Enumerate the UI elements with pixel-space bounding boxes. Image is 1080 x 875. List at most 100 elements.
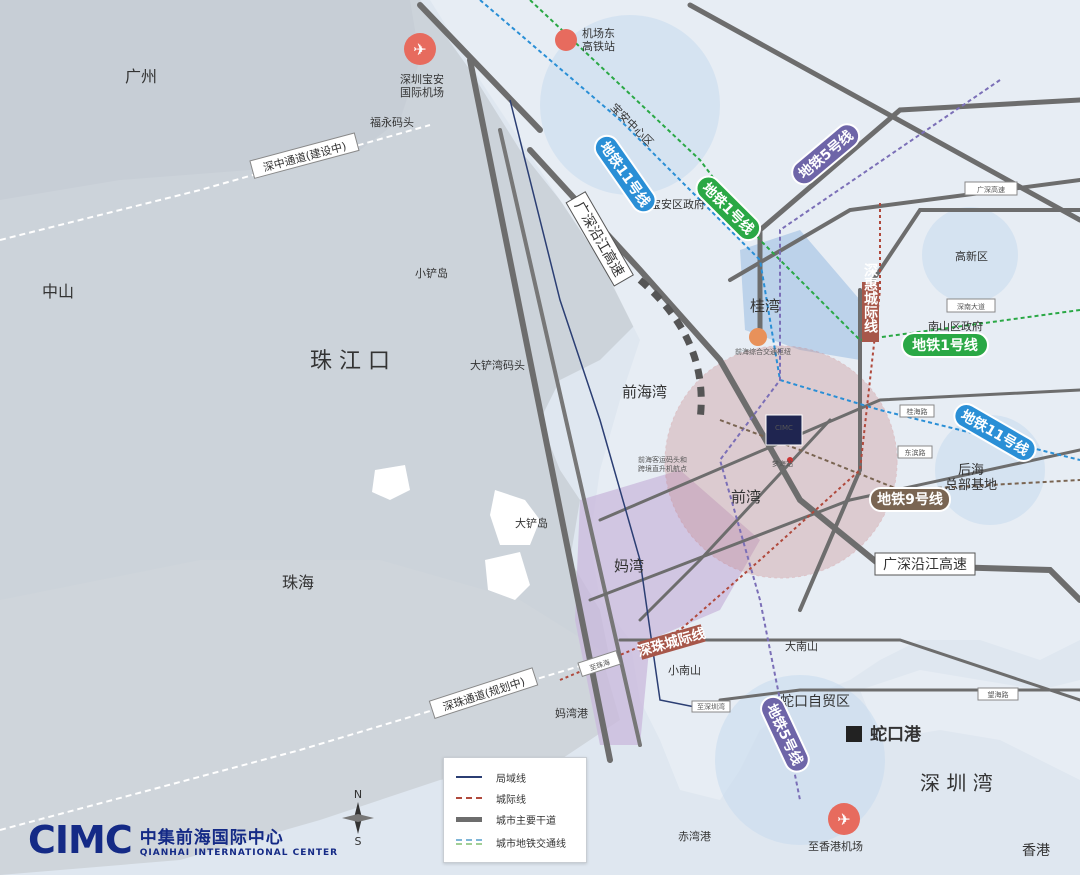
metro-line-1 — [529, 0, 1080, 342]
guiwan-zone — [740, 230, 860, 360]
label-xiaochan: 小铲岛 — [415, 266, 448, 280]
road-tag-to-shenzhen-bay: 至深圳湾 — [691, 700, 731, 713]
label-mawan-port: 妈湾港 — [555, 706, 588, 720]
label-ferry-1: 前海客运码头和 — [638, 455, 687, 464]
badge-metro9: 地铁9号线 — [869, 487, 951, 512]
svg-text:广深沿江高速: 广深沿江高速 — [883, 556, 967, 573]
label-ferry-2: 跨境直升机航点 — [638, 464, 687, 473]
legend-item-intercity: 城际线 — [456, 789, 526, 807]
label-xiaonanshan: 小南山 — [668, 664, 701, 677]
logo-name-cn: 中集前海国际中心 — [139, 827, 284, 848]
legend-swatch — [456, 839, 482, 845]
road-tag-guihai: 桂海路 — [899, 404, 935, 418]
hub-icon — [749, 328, 767, 346]
legend-swatch — [456, 816, 482, 822]
label-shenzhen-bay: 深 圳 湾 — [920, 771, 993, 795]
compass-rose: N S — [342, 788, 374, 848]
svg-text:广深高速: 广深高速 — [977, 185, 1005, 194]
svg-text:地铁9号线: 地铁9号线 — [877, 491, 943, 508]
rail-station-icon — [555, 29, 577, 51]
logo-mark: CIMC — [28, 818, 133, 862]
svg-text:至深圳湾: 至深圳湾 — [697, 702, 725, 711]
cimc-logo: CIMC 中集前海国际中心 QIANHAI INTERNATIONAL CENT… — [28, 818, 338, 862]
gaoxin-bubble — [922, 207, 1018, 303]
road-tag-guangshen-2: 广深沿江高速 — [874, 552, 976, 576]
anchor-icon-shekou — [846, 726, 862, 742]
hk-airport-icon — [828, 803, 860, 835]
roads — [417, 2, 1080, 763]
local-line — [509, 99, 696, 708]
coastal-tunnel — [637, 277, 705, 421]
label-baoan-gov: 宝安区政府 — [650, 197, 705, 211]
svg-text:深惠城际线: 深惠城际线 — [862, 262, 878, 334]
label-airport-east-2: 高铁站 — [582, 39, 615, 53]
badge-metro1-right: 地铁1号线 — [901, 332, 989, 358]
airport-plane-glyph: ✈ — [413, 40, 426, 59]
mawan-zone — [575, 470, 760, 745]
svg-text:地铁1号线: 地铁1号线 — [912, 337, 978, 354]
dachan-island — [490, 490, 540, 545]
label-guangzhou: 广州 — [125, 67, 157, 86]
logo-name-en: QIANHAI INTERNATIONAL CENTER — [139, 847, 339, 858]
legend-label: 城际线 — [496, 794, 526, 806]
svg-text:东滨路: 东滨路 — [905, 448, 926, 457]
label-dachan: 大铲岛 — [515, 516, 548, 530]
legend-swatch — [456, 797, 482, 799]
road-tag-donbin: 东滨路 — [897, 445, 933, 459]
metro-line-11 — [479, 0, 1080, 461]
cimc-building-marker — [765, 414, 803, 446]
label-fuyong-pier: 福永码头 — [370, 115, 414, 129]
legend-swatch — [456, 776, 482, 778]
label-zhuhai: 珠海 — [282, 573, 314, 592]
baoan-bubble — [540, 15, 720, 195]
label-nanshan-gov: 南山区政府 — [928, 319, 983, 333]
legend-item-arterial: 城市主要干道 — [456, 810, 556, 828]
label-mawan: 妈湾 — [614, 557, 644, 575]
road-tag-shenzhong: 深中通道(建设中) — [249, 132, 360, 179]
label-airport-east-1: 机场东 — [582, 26, 615, 40]
label-dananshan: 大南山 — [785, 639, 818, 653]
label-qianhaiwan: 前海湾 — [622, 383, 667, 401]
map-legend: 局域线 城际线 城市主要干道 城市地铁交通线 — [443, 757, 587, 863]
location-pin — [787, 457, 793, 463]
label-shekou-ftz: 蛇口自贸区 — [780, 694, 850, 710]
svg-text:S: S — [355, 835, 362, 848]
road-tag-shennan: 深南大道 — [946, 298, 996, 313]
legend-label: 城市主要干道 — [496, 815, 556, 827]
label-guiwan: 桂湾 — [750, 297, 780, 315]
hk-plane-glyph: ✈ — [837, 810, 850, 829]
legend-label: 局域线 — [496, 773, 526, 785]
label-airport-1: 深圳宝安 — [400, 72, 444, 86]
svg-text:望海路: 望海路 — [988, 690, 1009, 699]
road-tag-to-zhuhai: 至珠海 — [577, 650, 622, 678]
svg-text:深南大道: 深南大道 — [957, 302, 985, 311]
south-land — [0, 560, 620, 875]
road-tag-guangshen-expressway: 广深高速 — [964, 181, 1018, 196]
island-east — [372, 465, 410, 500]
label-zhongshan: 中山 — [42, 282, 74, 301]
label-dachanwan-pier: 大铲湾码头 — [470, 358, 525, 372]
label-houhai-base: 总部基地 — [945, 478, 997, 493]
label-zhujiangkou: 珠 江 口 — [310, 349, 390, 374]
label-qianwan: 前湾 — [731, 488, 761, 506]
logo-text: 中集前海国际中心 QIANHAI INTERNATIONAL CENTER — [140, 823, 338, 858]
label-hub: 前海综合交通枢纽 — [735, 347, 791, 356]
label-airport-2: 国际机场 — [400, 85, 444, 99]
label-hongkong: 香港 — [1022, 843, 1050, 859]
metro-line-9 — [719, 419, 1080, 492]
shenzhu-channel — [0, 659, 601, 831]
label-gaoxin: 高新区 — [955, 249, 988, 263]
svg-text:桂海路: 桂海路 — [907, 407, 928, 416]
badge-shenhui: 深惠城际线 — [862, 262, 879, 342]
legend-item-metro: 城市地铁交通线 — [456, 833, 566, 851]
island-lower — [485, 552, 530, 600]
shekou-land — [860, 670, 1080, 780]
legend-label: 城市地铁交通线 — [496, 838, 566, 850]
label-chiwan-port: 赤湾港 — [678, 829, 711, 843]
metro-line-5 — [718, 79, 1001, 801]
road-tag-wanghai: 望海路 — [977, 687, 1019, 701]
label-houhai: 后海 — [958, 463, 984, 478]
airport-icon — [404, 33, 436, 65]
legend-item-local: 局域线 — [456, 768, 526, 786]
